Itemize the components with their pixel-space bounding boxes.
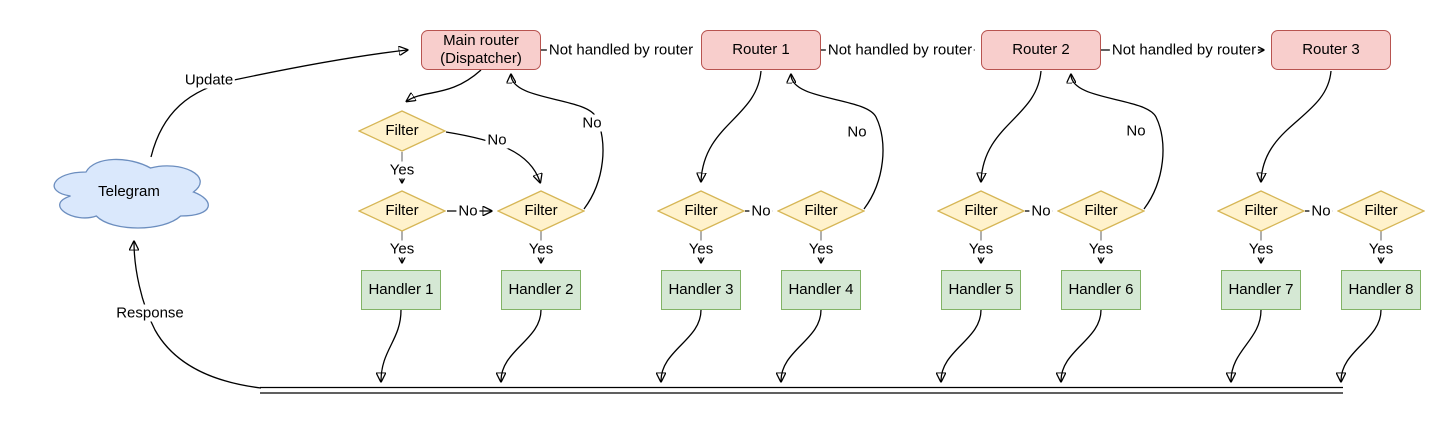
not-handled-label-2: Not handled by router (825, 41, 975, 59)
yes-label-filter2: Yes (526, 240, 556, 258)
telegram-cloud-node: Telegram (42, 151, 216, 233)
node-handler-4: Handler 4 (781, 270, 861, 310)
node-filter-8: Filter (1337, 190, 1425, 232)
no-label-router2-loop: No (1124, 122, 1148, 140)
filter-label: Filter (524, 202, 558, 219)
node-filter-4: Filter (777, 190, 865, 232)
yes-label-filter8: Yes (1366, 240, 1396, 258)
node-filter-6: Filter (1057, 190, 1145, 232)
node-main-router: Main router (Dispatcher) (421, 30, 541, 70)
yes-label-filter0: Yes (387, 161, 417, 179)
node-handler-6: Handler 6 (1061, 270, 1141, 310)
yes-label-filter7: Yes (1246, 240, 1276, 258)
node-router-2: Router 2 (981, 30, 1101, 70)
filter-label: Filter (964, 202, 998, 219)
node-handler-2: Handler 2 (501, 270, 581, 310)
edge-handler3-bus (661, 309, 702, 381)
node-filter-3: Filter (657, 190, 745, 232)
not-handled-label-3: Not handled by router (1109, 41, 1259, 59)
handler-label: Handler 7 (1228, 281, 1294, 298)
handler-label: Handler 2 (508, 281, 574, 298)
edge-handler7-bus (1231, 309, 1262, 381)
handler-label: Handler 3 (668, 281, 734, 298)
edge-router1-to-filter (701, 70, 762, 181)
filter-label: Filter (804, 202, 838, 219)
node-handler-1: Handler 1 (361, 270, 441, 310)
node-filter-0: Filter (358, 110, 446, 152)
handler-label: Handler 4 (788, 281, 854, 298)
edge-router1-no-loop (791, 75, 884, 210)
diamond-shape (358, 190, 446, 232)
yes-label-filter1: Yes (387, 240, 417, 258)
edge-main-no-loop (511, 75, 604, 210)
edge-handler6-bus (1061, 309, 1102, 381)
response-edge-label: Response (114, 304, 186, 322)
node-handler-7: Handler 7 (1221, 270, 1301, 310)
edge-handler1-bus (381, 309, 402, 381)
node-filter-5: Filter (937, 190, 1025, 232)
yes-label-filter5: Yes (966, 240, 996, 258)
handler-label: Handler 6 (1068, 281, 1134, 298)
filter-label: Filter (1084, 202, 1118, 219)
diamond-shape (1057, 190, 1145, 232)
edge-handler5-bus (941, 309, 982, 381)
filter-label: Filter (1244, 202, 1278, 219)
edge-router3-to-filter (1261, 70, 1332, 181)
no-label-main-loop: No (580, 114, 604, 132)
edge-handler4-bus (781, 309, 822, 381)
node-router-1: Router 1 (701, 30, 821, 70)
no-label-router2: No (1029, 202, 1053, 220)
router-2-label: Router 2 (1012, 41, 1070, 58)
diamond-shape (497, 190, 585, 232)
edge-main-to-filter (407, 69, 482, 101)
not-handled-label-1: Not handled by router (546, 41, 696, 59)
cloud-icon (53, 158, 209, 229)
yes-label-filter6: Yes (1086, 240, 1116, 258)
no-label-filter0: No (485, 131, 509, 149)
main-router-label: Main router (Dispatcher) (440, 32, 522, 67)
cloud-label: Telegram (98, 183, 160, 200)
no-label-router1-loop: No (845, 123, 869, 141)
update-edge-label: Update (182, 71, 236, 89)
diamond-shape (937, 190, 1025, 232)
node-filter-1: Filter (358, 190, 446, 232)
yes-label-filter3: Yes (686, 240, 716, 258)
node-handler-8: Handler 8 (1341, 270, 1421, 310)
edge-router2-to-filter (981, 70, 1042, 181)
edge-router2-no-loop (1071, 75, 1164, 210)
edge-handler2-bus (501, 309, 542, 381)
node-handler-3: Handler 3 (661, 270, 741, 310)
no-label-router3: No (1309, 202, 1333, 220)
diamond-shape (777, 190, 865, 232)
filter-label: Filter (385, 202, 419, 219)
diamond-shape (657, 190, 745, 232)
no-label-filter1: No (456, 202, 480, 220)
diamond-shape (1217, 190, 1305, 232)
handler-label: Handler 5 (948, 281, 1014, 298)
router-3-label: Router 3 (1302, 41, 1360, 58)
filter-label: Filter (385, 122, 419, 139)
filter-label: Filter (1364, 202, 1398, 219)
diamond-shape (1337, 190, 1425, 232)
handler-label: Handler 8 (1348, 281, 1414, 298)
router-1-label: Router 1 (732, 41, 790, 58)
node-filter-7: Filter (1217, 190, 1305, 232)
node-handler-5: Handler 5 (941, 270, 1021, 310)
node-router-3: Router 3 (1271, 30, 1391, 70)
edge-handler8-bus (1341, 309, 1382, 381)
filter-label: Filter (684, 202, 718, 219)
no-label-router1: No (749, 202, 773, 220)
diamond-shape (358, 110, 446, 152)
node-filter-2: Filter (497, 190, 585, 232)
handler-label: Handler 1 (368, 281, 434, 298)
yes-label-filter4: Yes (806, 240, 836, 258)
edge-response (134, 242, 262, 389)
